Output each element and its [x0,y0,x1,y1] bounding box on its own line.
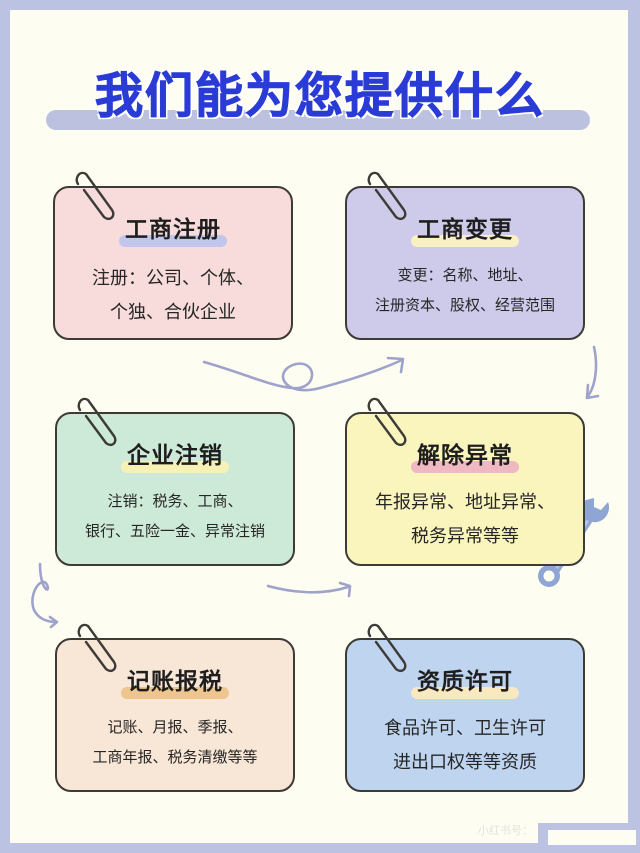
card-description: 注册：公司、个体、 个独、合伙企业 [92,268,254,323]
loop-arrow-icon [202,356,405,392]
page-title: 我们能为您提供什么 [94,68,545,125]
card-heading: 解除异常 [411,436,519,473]
down-arrow-icon [585,345,600,400]
watermark-text: 小红书号： [478,824,533,837]
paperclip-icon [367,397,407,447]
service-card-business-change: 工商变更 变更：名称、地址、 注册资本、股权、经营范围 [345,186,585,340]
corner-patch [538,823,640,853]
curl-arrow-icon [31,562,59,629]
card-heading: 资质许可 [411,662,519,699]
card-description: 注销：税务、工商、 银行、五险一金、异常注销 [84,492,265,540]
service-card-bookkeeping-tax: 记账报税 记账、月报、季报、 工商年报、税务清缴等等 [55,638,295,792]
card-heading: 记账报税 [121,662,229,699]
service-card-remove-abnormal: 解除异常 年报异常、地址异常、 税务异常等等 [345,412,585,566]
title-section: 我们能为您提供什么 [0,0,640,140]
service-card-deregistration: 企业注销 注销：税务、工商、 银行、五险一金、异常注销 [55,412,295,566]
service-card-qualification-license: 资质许可 食品许可、卫生许可 进出口权等等资质 [345,638,585,792]
card-heading: 工商注册 [119,210,227,247]
paperclip-icon [77,623,117,673]
card-heading: 企业注销 [121,436,229,473]
paperclip-icon [77,397,117,447]
paperclip-icon [367,171,407,221]
paperclip-icon [75,171,115,221]
card-heading: 工商变更 [411,210,519,247]
paperclip-icon [367,623,407,673]
right-arrow-icon [266,581,352,598]
card-description: 食品许可、卫生许可 进出口权等等资质 [384,718,546,773]
card-description: 变更：名称、地址、 注册资本、股权、经营范围 [374,266,555,314]
card-description: 记账、月报、季报、 工商年报、税务清缴等等 [92,718,258,766]
title-highlight-bar [46,110,590,130]
card-description: 年报异常、地址异常、 税务异常等等 [375,492,555,547]
service-card-business-registration: 工商注册 注册：公司、个体、 个独、合伙企业 [53,186,293,340]
